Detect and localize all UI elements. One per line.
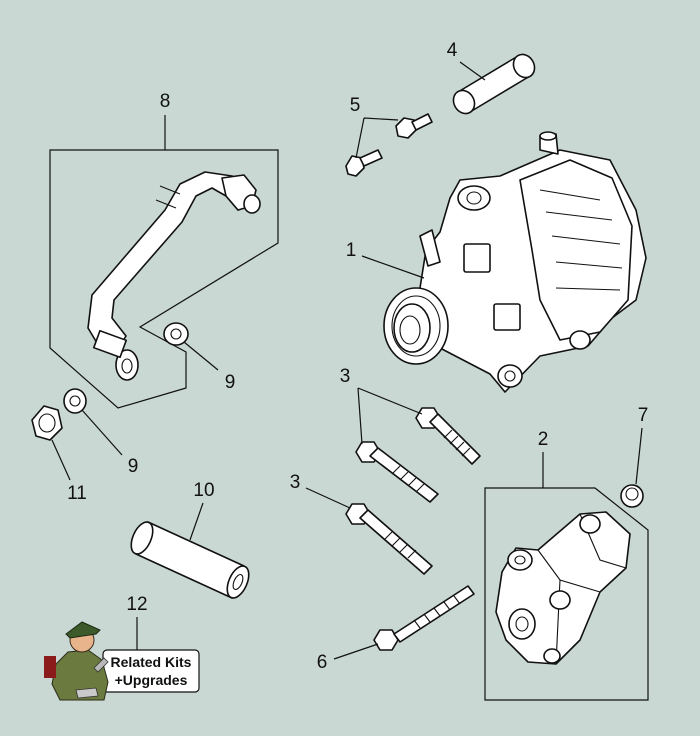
ac-pipe-part bbox=[87, 171, 261, 381]
washer-part-a bbox=[163, 322, 189, 346]
small-bolt-part-b bbox=[345, 149, 383, 177]
rubber-bush-part bbox=[620, 484, 644, 508]
mounting-bolt-part bbox=[373, 585, 475, 651]
leader-9b bbox=[81, 409, 123, 456]
mounting-bracket-part bbox=[495, 511, 631, 665]
callout-11: 11 bbox=[67, 483, 87, 504]
callout-2: 2 bbox=[538, 429, 549, 450]
callout-9-lower: 9 bbox=[128, 456, 139, 477]
group-outline-2 bbox=[484, 487, 649, 701]
callout-3-upper: 3 bbox=[340, 366, 351, 387]
leader-1 bbox=[361, 255, 425, 279]
related-kits-button[interactable]: Related Kits +Upgrades bbox=[102, 649, 200, 693]
union-nut-part bbox=[31, 405, 63, 441]
long-bolt-part-c bbox=[345, 503, 433, 575]
callout-12: 12 bbox=[126, 594, 147, 615]
leader-9a bbox=[183, 341, 219, 371]
callout-5: 5 bbox=[350, 95, 361, 116]
leader-4 bbox=[459, 61, 486, 81]
related-kits-label: Related Kits bbox=[111, 654, 192, 670]
leader-3-lower bbox=[305, 487, 351, 509]
callout-10: 10 bbox=[193, 480, 214, 501]
leader-11 bbox=[51, 439, 71, 481]
spacer-tube-part bbox=[452, 53, 536, 115]
leader-3-upper bbox=[357, 387, 423, 445]
callout-8: 8 bbox=[160, 91, 171, 112]
small-bolt-part-a bbox=[395, 113, 433, 139]
long-bolt-part-b bbox=[355, 441, 439, 503]
leader-7 bbox=[635, 427, 643, 485]
callout-9-upper: 9 bbox=[225, 372, 236, 393]
alternator-part bbox=[383, 131, 647, 393]
leader-6 bbox=[333, 643, 379, 660]
mechanic-mascot-icon[interactable] bbox=[44, 621, 109, 701]
callout-6: 6 bbox=[317, 652, 328, 673]
leader-5 bbox=[355, 117, 399, 159]
leader-10 bbox=[189, 502, 204, 541]
callout-1: 1 bbox=[346, 240, 357, 261]
callout-3-lower: 3 bbox=[290, 472, 301, 493]
upgrades-label: +Upgrades bbox=[115, 672, 188, 688]
sleeve-part bbox=[130, 521, 250, 599]
callout-4: 4 bbox=[447, 40, 458, 61]
long-bolt-part-a bbox=[415, 407, 481, 465]
group-outline-8 bbox=[49, 149, 279, 409]
callout-7: 7 bbox=[638, 405, 649, 426]
washer-part-b bbox=[63, 388, 87, 414]
